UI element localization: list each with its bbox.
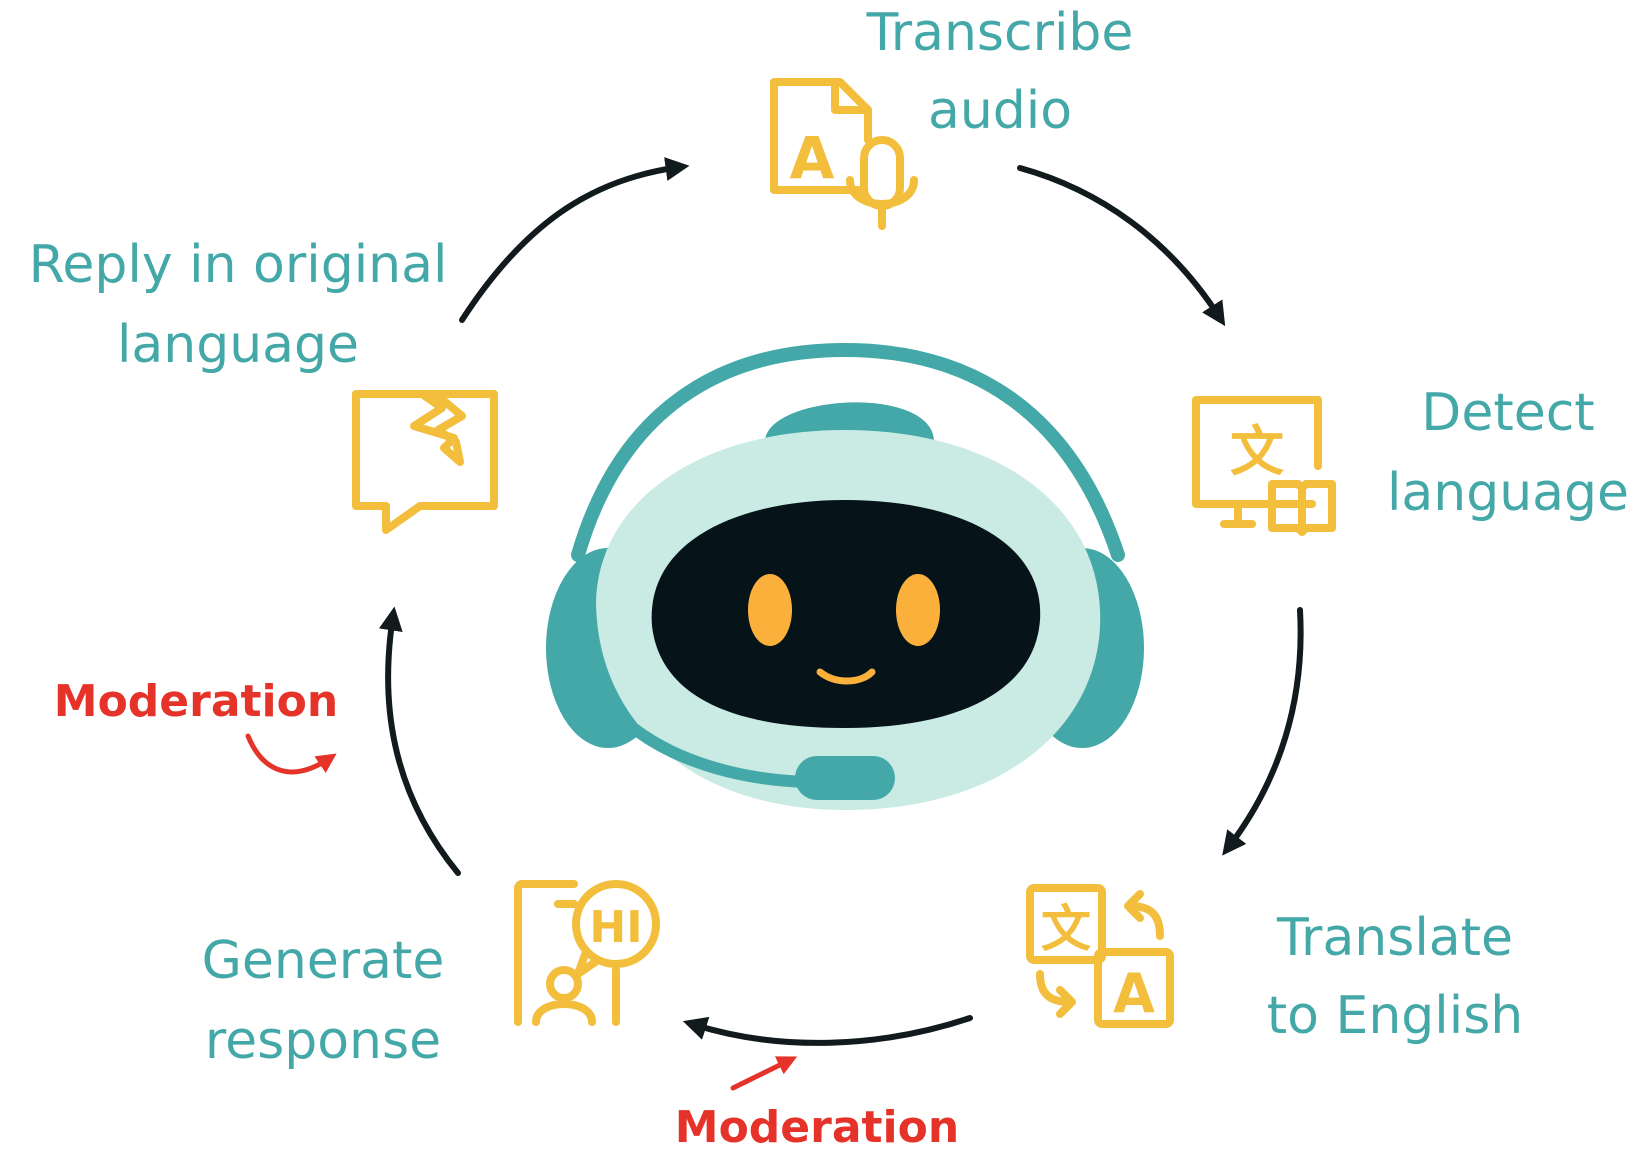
robot-headband [571,342,1125,562]
robot-visor [651,500,1041,728]
robot-smile [816,668,876,685]
greeting-text: HI [589,902,642,953]
translate-letter: A [1113,962,1155,1025]
robot-right-eye [896,574,940,646]
step-transcribe-line1: Transcribe [866,3,1134,63]
step-translate-line1: Translate [1276,908,1513,968]
step-transcribe-line2: audio [928,81,1072,141]
arrow-reply-to-transcribe [459,157,690,323]
hi-speech-person-icon: HI [514,880,660,1026]
step-detect-line2: language [1387,463,1629,523]
translate-arrows-icon: 文 A [1026,884,1174,1028]
moderation-label-left: Moderation [54,676,338,727]
step-generate-line1: Generate [202,931,445,991]
moderation-label-bottom: Moderation [675,1102,959,1153]
robot-top-antenna [765,402,934,440]
step-reply-line2: language [117,315,359,375]
moderation-arrow-left [245,733,337,775]
arrow-transcribe-to-detect [1017,165,1226,327]
step-reply-line1: Reply in original [29,235,448,295]
audio-file-microphone-icon: A [770,78,918,230]
chat-bubble-icon [352,390,498,534]
monitor-translate-char: 文 [1230,420,1284,483]
moderation-arrow-bottom [730,1056,798,1091]
robot-mic-boom [594,689,814,788]
translate-char: 文 [1041,900,1091,958]
arrow-generate-to-reply [378,606,461,876]
robot-left-eye [748,574,792,646]
arrow-translate-to-generate [682,1015,973,1046]
step-generate-line2: response [205,1011,441,1071]
monitor-translate-book-icon: 文 [1192,396,1336,536]
robot-mic [795,756,895,800]
step-translate-line2: to English [1267,986,1524,1046]
file-letter: A [790,124,835,192]
step-detect-line1: Detect [1421,383,1594,443]
robot-headset-icon [546,342,1144,810]
arrow-detect-to-translate [1222,607,1304,856]
